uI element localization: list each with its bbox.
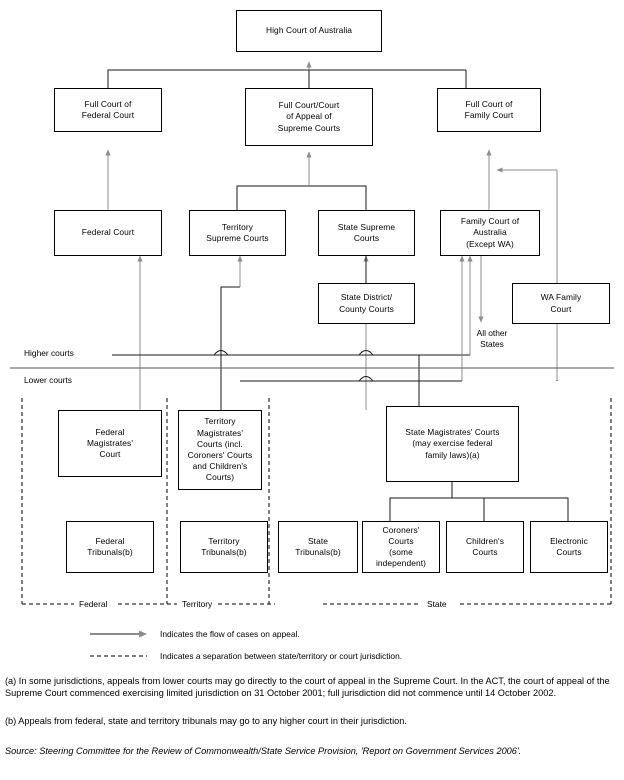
node-electronic-courts-label: Electronic Courts — [550, 535, 588, 557]
node-full-court-federal-label: Full Court of Federal Court — [81, 98, 135, 120]
node-territory-supreme-courts-label: Territory Supreme Courts — [206, 221, 269, 243]
label-all-other-states: All other States — [476, 328, 508, 349]
node-wa-family-court[interactable]: WA Family Court — [512, 283, 610, 324]
node-state-district-county-courts-label: State District/ County Courts — [339, 292, 394, 314]
node-family-court-of-australia-label: Family Court of Australia (Except WA) — [460, 216, 520, 249]
node-full-court-federal[interactable]: Full Court of Federal Court — [54, 88, 162, 132]
label-jurisdiction-territory: Territory — [182, 599, 213, 609]
node-family-court-of-australia[interactable]: Family Court of Australia (Except WA) — [440, 210, 540, 256]
footnote-b: (b) Appeals from federal, state and terr… — [5, 716, 407, 726]
node-federal-magistrates-court[interactable]: Federal Magistrates' Court — [58, 410, 162, 477]
label-jurisdiction-federal: Federal — [79, 599, 108, 609]
node-state-tribunals-label: State Tribunals(b) — [295, 535, 341, 557]
node-full-court-family[interactable]: Full Court of Family Court — [437, 88, 541, 132]
node-coroners-courts-label: Coroners' Courts (some independent) — [375, 524, 427, 569]
node-federal-tribunals-label: Federal Tribunals(b) — [87, 535, 133, 557]
node-federal-court-label: Federal Court — [81, 227, 135, 238]
node-childrens-courts-label: Children's Courts — [466, 535, 504, 557]
node-wa-family-court-label: WA Family Court — [540, 292, 582, 314]
label-higher-courts: Higher courts — [24, 348, 74, 358]
node-childrens-courts[interactable]: Children's Courts — [446, 521, 524, 573]
label-lower-courts: Lower courts — [24, 375, 72, 385]
node-state-tribunals[interactable]: State Tribunals(b) — [278, 521, 358, 573]
node-territory-magistrates-courts[interactable]: Territory Magistrates' Courts (incl. Cor… — [178, 410, 262, 490]
node-state-supreme-courts-label: State Supreme Courts — [337, 221, 396, 243]
node-state-magistrates-courts-label: State Magistrates' Courts (may exercise … — [405, 428, 500, 460]
node-full-court-appeal-supreme-label: Full Court/Court of Appeal of Supreme Co… — [277, 100, 341, 133]
legend-dashed-label: Indicates a separation between state/ter… — [160, 651, 403, 661]
label-jurisdiction-state: State — [427, 599, 447, 609]
legend-arrow-label: Indicates the flow of cases on appeal. — [160, 629, 300, 639]
node-electronic-courts[interactable]: Electronic Courts — [530, 521, 608, 573]
node-high-court[interactable]: High Court of Australia — [236, 10, 382, 52]
node-territory-supreme-courts[interactable]: Territory Supreme Courts — [189, 210, 286, 256]
node-full-court-appeal-supreme[interactable]: Full Court/Court of Appeal of Supreme Co… — [245, 88, 373, 146]
node-coroners-courts[interactable]: Coroners' Courts (some independent) — [362, 521, 440, 573]
node-high-court-label: High Court of Australia — [265, 25, 353, 36]
node-territory-tribunals-label: Territory Tribunals(b) — [201, 535, 247, 557]
node-federal-tribunals[interactable]: Federal Tribunals(b) — [66, 521, 154, 573]
node-territory-tribunals[interactable]: Territory Tribunals(b) — [180, 521, 268, 573]
node-federal-court[interactable]: Federal Court — [54, 210, 162, 256]
node-full-court-family-label: Full Court of Family Court — [464, 98, 514, 120]
node-territory-magistrates-courts-label: Territory Magistrates' Courts (incl. Cor… — [187, 416, 253, 483]
footnote-source: Source: Steering Committee for the Revie… — [5, 746, 522, 756]
node-federal-magistrates-court-label: Federal Magistrates' Court — [86, 426, 134, 460]
footnote-a: (a) In some jurisdictions, appeals from … — [5, 676, 610, 699]
node-state-district-county-courts[interactable]: State District/ County Courts — [318, 283, 415, 324]
node-state-supreme-courts[interactable]: State Supreme Courts — [318, 210, 415, 256]
node-state-magistrates-courts[interactable]: State Magistrates' Courts (may exercise … — [386, 406, 519, 482]
